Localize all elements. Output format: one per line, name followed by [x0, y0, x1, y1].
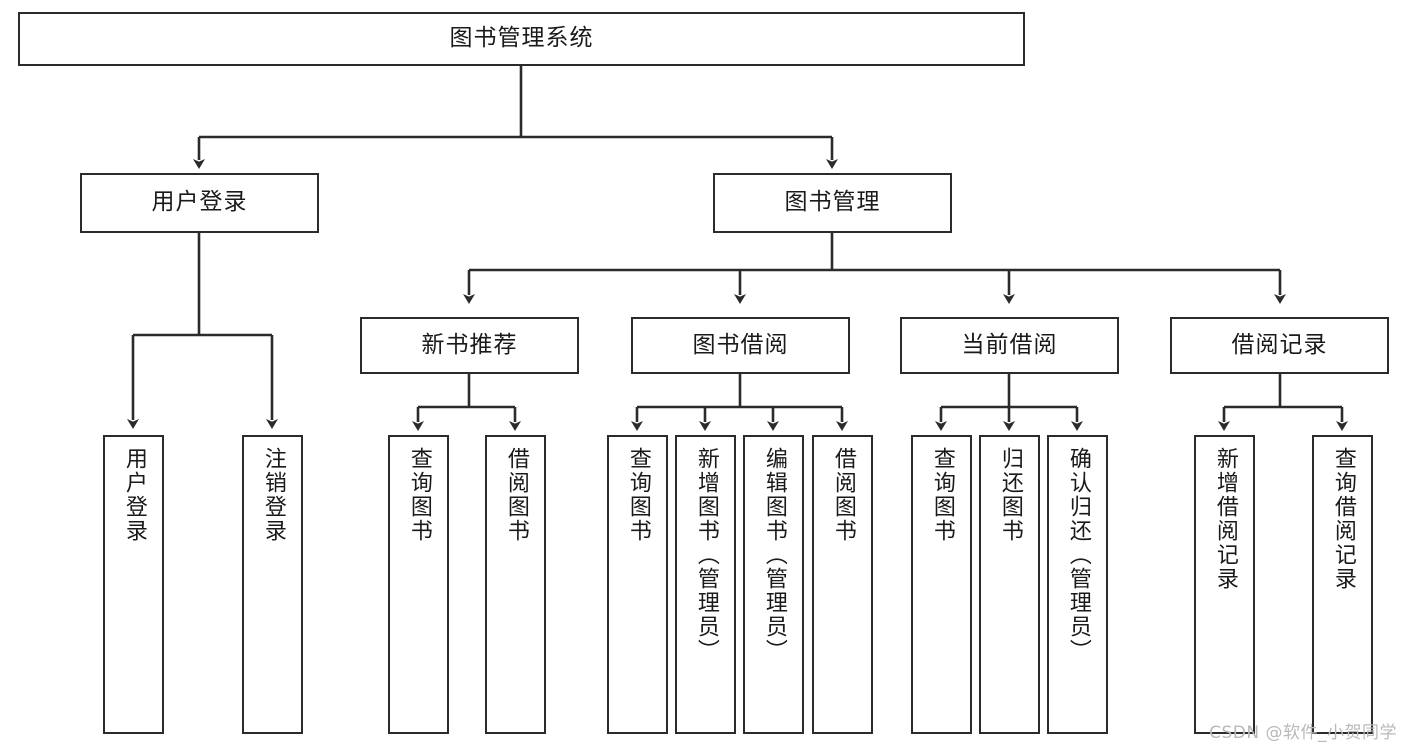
- node-label: 当前借阅: [961, 331, 1058, 358]
- node-label: 查询图书: [625, 447, 651, 543]
- node-user-login[interactable]: 用户登录: [80, 173, 319, 233]
- csdn-watermark: CSDN @软件_小贺同学: [1209, 723, 1397, 743]
- leaf-borrow-record-add[interactable]: 新增借阅记录: [1194, 435, 1255, 734]
- node-label: 查询图书: [406, 447, 432, 543]
- node-label: 注销登录: [260, 447, 286, 543]
- node-borrow-record[interactable]: 借阅记录: [1170, 317, 1389, 374]
- leaf-user-login-signin[interactable]: 用户登录: [103, 435, 164, 734]
- leaf-user-login-signout[interactable]: 注销登录: [242, 435, 303, 734]
- node-label: 用户登录: [121, 447, 147, 543]
- leaf-current-borrow-query[interactable]: 查询图书: [911, 435, 972, 734]
- node-label: 编辑图书（管理员）: [761, 447, 787, 663]
- node-label: 用户登录: [151, 189, 248, 216]
- node-current-borrow[interactable]: 当前借阅: [900, 317, 1119, 374]
- node-label: 图书管理: [784, 189, 881, 216]
- node-label: 借阅图书: [830, 447, 856, 543]
- node-label: 借阅图书: [503, 447, 529, 543]
- leaf-current-borrow-return[interactable]: 归还图书: [979, 435, 1040, 734]
- leaf-borrow-record-query[interactable]: 查询借阅记录: [1312, 435, 1373, 734]
- node-label: 新书推荐: [421, 331, 518, 358]
- node-root-system[interactable]: 图书管理系统: [18, 12, 1025, 66]
- node-label: 图书管理系统: [449, 25, 594, 52]
- node-book-management[interactable]: 图书管理: [713, 173, 952, 233]
- node-label: 查询借阅记录: [1330, 447, 1356, 591]
- leaf-new-book-borrow[interactable]: 借阅图书: [485, 435, 546, 734]
- node-label: 借阅记录: [1231, 331, 1328, 358]
- node-label: 图书借阅: [692, 331, 789, 358]
- node-label: 查询图书: [929, 447, 955, 543]
- node-label: 归还图书: [997, 447, 1023, 543]
- leaf-current-borrow-confirm-return[interactable]: 确认归还（管理员）: [1047, 435, 1108, 734]
- leaf-book-borrow-borrow[interactable]: 借阅图书: [812, 435, 873, 734]
- leaf-new-book-query[interactable]: 查询图书: [388, 435, 449, 734]
- node-new-book-recommend[interactable]: 新书推荐: [360, 317, 579, 374]
- leaf-book-borrow-add[interactable]: 新增图书（管理员）: [675, 435, 736, 734]
- node-label: 新增借阅记录: [1212, 447, 1238, 591]
- node-label: 新增图书（管理员）: [693, 447, 719, 663]
- node-book-borrow[interactable]: 图书借阅: [631, 317, 850, 374]
- node-label: 确认归还（管理员）: [1065, 447, 1091, 663]
- leaf-book-borrow-query[interactable]: 查询图书: [607, 435, 668, 734]
- leaf-book-borrow-edit[interactable]: 编辑图书（管理员）: [743, 435, 804, 734]
